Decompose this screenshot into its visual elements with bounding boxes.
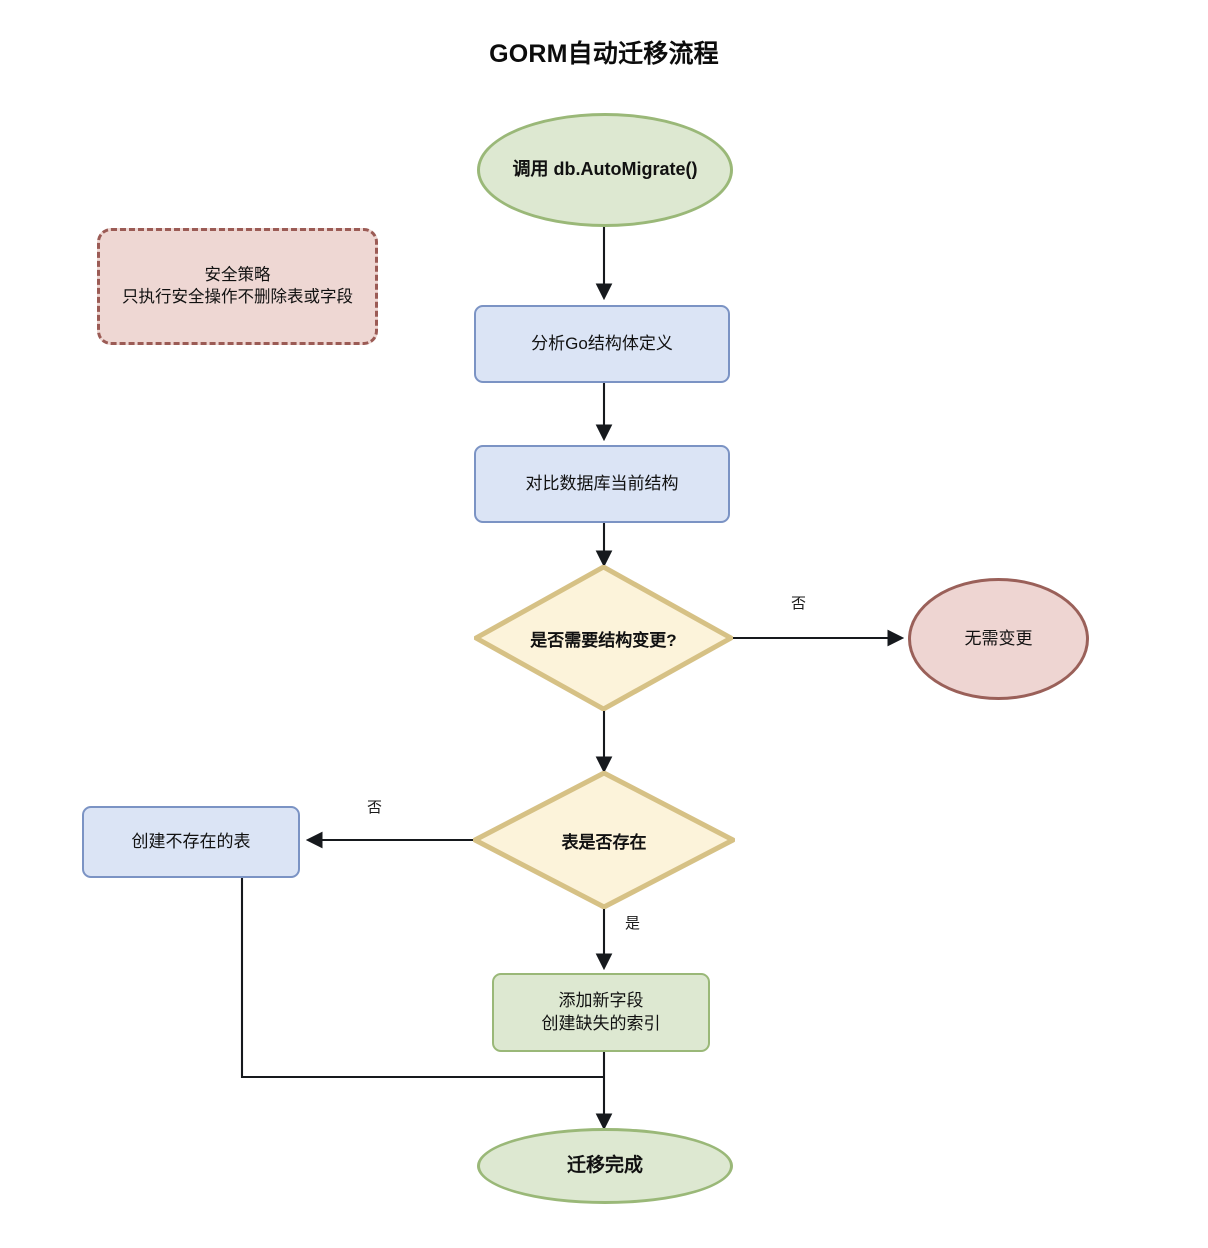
add-fields-line-1: 添加新字段 (558, 991, 644, 1011)
add-fields-line-2: 创建缺失的索引 (541, 1013, 661, 1033)
node-migration-done[interactable]: 迁移完成 (477, 1128, 733, 1204)
edge-label-tableexists-yes: 是 (625, 915, 641, 932)
note-line-2: 只执行安全操作不删除表或字段 (122, 287, 353, 306)
node-add-fields[interactable]: 添加新字段 创建缺失的索引 (492, 973, 710, 1052)
node-analyze-struct[interactable]: 分析Go结构体定义 (474, 305, 730, 383)
edge-label-tableexists-no: 否 (367, 799, 383, 816)
diamond-shape-need-change (474, 565, 733, 711)
node-security-note[interactable]: 安全策略 只执行安全操作不删除表或字段 (97, 228, 378, 345)
edge-label-needchange-no: 否 (791, 595, 807, 612)
node-compare-schema[interactable]: 对比数据库当前结构 (474, 445, 730, 523)
node-start[interactable]: 调用 db.AutoMigrate() (477, 113, 733, 227)
node-decision-table-exists[interactable]: 表是否存在 (473, 771, 735, 909)
page-title: GORM自动迁移流程 (489, 40, 719, 68)
node-no-change[interactable]: 无需变更 (908, 578, 1089, 700)
decision-need-change-label: 是否需要结构变更? (530, 630, 677, 650)
decision-table-exists-label: 表是否存在 (561, 832, 647, 852)
diamond-shape-table-exists (473, 771, 735, 909)
node-create-table[interactable]: 创建不存在的表 (82, 806, 300, 878)
node-decision-need-change[interactable]: 是否需要结构变更? (474, 565, 733, 711)
note-line-1: 安全策略 (204, 265, 271, 284)
